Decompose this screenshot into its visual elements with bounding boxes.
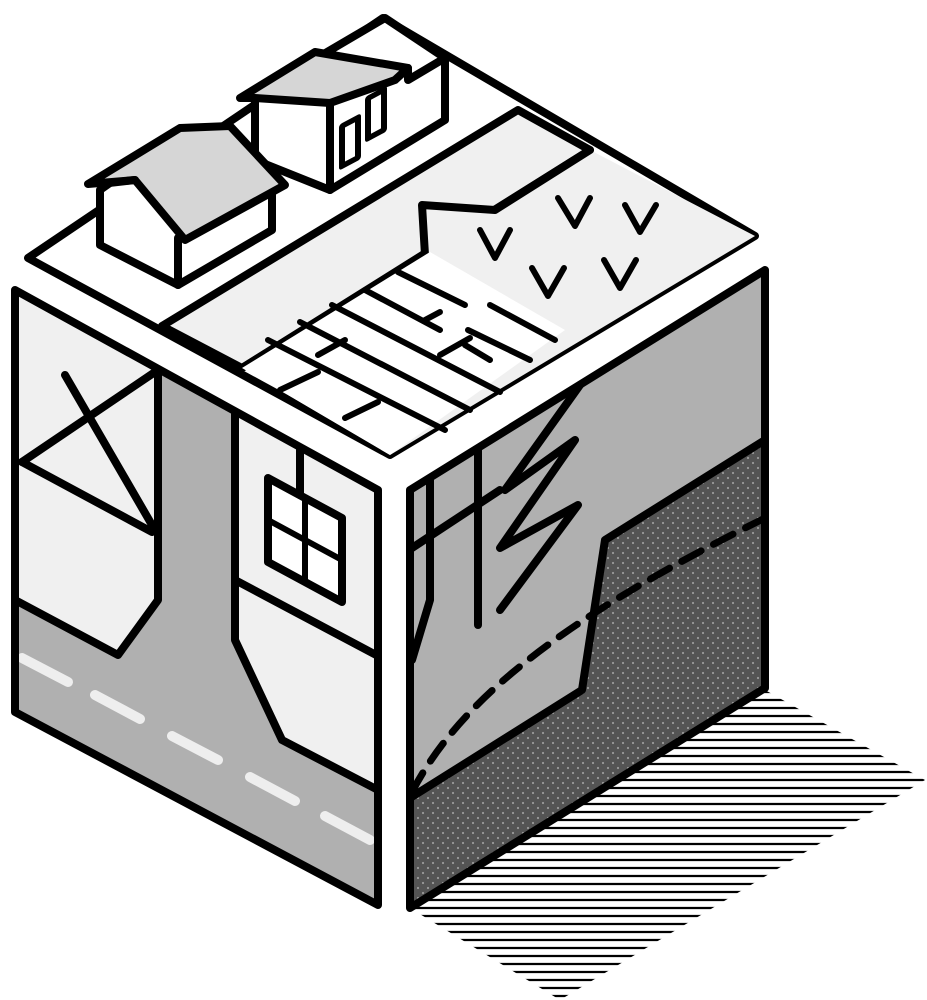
house-icon: [236, 14, 449, 194]
cast-shadow: [410, 690, 925, 1000]
road-dashes: [17, 653, 375, 845]
grass-tuft-icon: [477, 195, 659, 299]
top-face: [24, 14, 759, 459]
fault-line-icon: [410, 514, 765, 796]
left-face: [11, 286, 382, 909]
window-icon: [264, 446, 346, 606]
paving-tiles: [242, 252, 565, 455]
road-section: [15, 368, 378, 905]
house-icon: [84, 122, 289, 289]
right-face: [406, 266, 769, 912]
crack-icon: [410, 381, 584, 664]
